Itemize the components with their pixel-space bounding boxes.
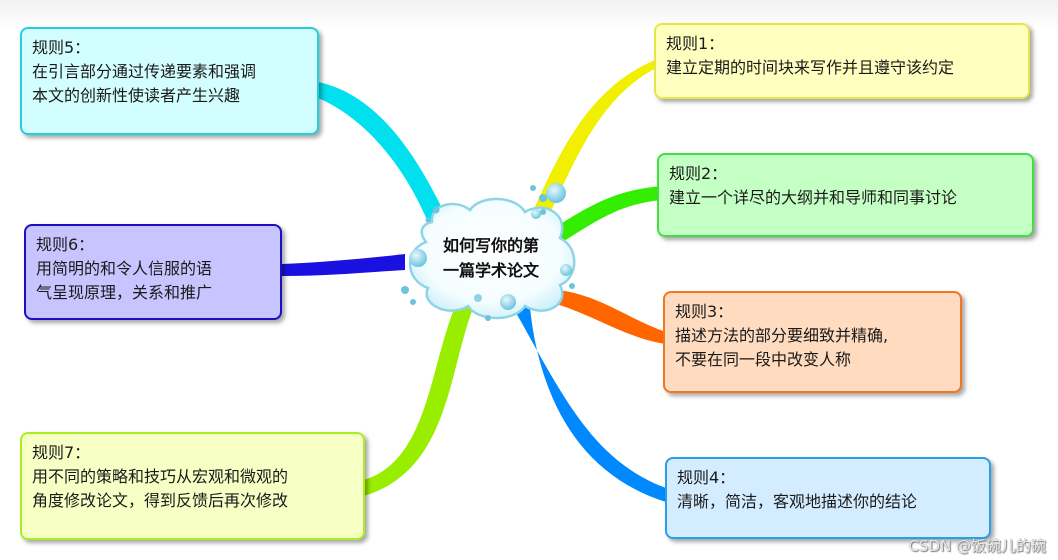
rule-5-node: 规则5： 在引言部分通过传递要素和强调 本文的创新性使读者产生兴趣 [20, 27, 319, 135]
rule-5-line-2: 本文的创新性使读者产生兴趣 [32, 86, 241, 105]
rule-2-node: 规则2： 建立一个详尽的大纲并和导师和同事讨论 [657, 153, 1034, 237]
rule-3-node: 规则3： 描述方法的部分要细致并精确, 不要在同一段中改变人称 [663, 291, 962, 393]
rule-3-line-1: 描述方法的部分要细致并精确, [675, 326, 889, 345]
branch-rule-1 [530, 58, 660, 222]
center-cloud [401, 183, 576, 321]
rule-6-line-1: 用简明的和令人信服的语 [36, 259, 213, 278]
rule-1-line-1: 建立定期的时间块来写作并且遵守该约定 [666, 58, 955, 77]
branch-rule-5 [318, 82, 450, 232]
central-topic-line-1: 如何写你的第 [442, 236, 539, 255]
branch-rule-2 [548, 186, 662, 246]
branch-rule-3 [550, 290, 666, 344]
central-topic-line-2: 一篇学术论文 [442, 261, 539, 280]
rule-4-title: 规则4： [677, 468, 736, 487]
rule-1-title: 规则1： [666, 34, 725, 53]
rule-2-title: 规则2： [669, 164, 728, 183]
central-topic: 如何写你的第 一篇学术论文 [420, 233, 562, 283]
rule-3-title: 规则3： [675, 302, 734, 321]
branch-rule-7 [364, 300, 474, 496]
rule-7-line-1: 用不同的策略和技巧从宏观和微观的 [32, 467, 289, 486]
rule-6-node: 规则6： 用简明的和令人信服的语 气呈现原理，关系和推广 [24, 224, 282, 320]
watermark: CSDN @饭碗儿的碗 [908, 537, 1046, 555]
branch-rule-6 [282, 254, 405, 276]
rule-5-title: 规则5： [32, 38, 91, 57]
rule-6-title: 规则6： [36, 235, 95, 254]
rule-4-line-1: 清晰，简洁，客观地描述你的结论 [677, 492, 918, 511]
rule-7-line-2: 角度修改论文，得到反馈后再次修改 [32, 491, 289, 510]
rule-6-line-2: 气呈现原理，关系和推广 [36, 283, 213, 302]
rule-7-title: 规则7： [32, 443, 91, 462]
rule-5-line-1: 在引言部分通过传递要素和强调 [32, 62, 257, 81]
rule-3-line-2: 不要在同一段中改变人称 [675, 350, 852, 369]
branch-rule-4 [510, 302, 666, 502]
rule-2-line-1: 建立一个详尽的大纲并和导师和同事讨论 [669, 188, 958, 207]
rule-7-node: 规则7： 用不同的策略和技巧从宏观和微观的 角度修改论文，得到反馈后再次修改 [20, 432, 365, 540]
rule-1-node: 规则1： 建立定期的时间块来写作并且遵守该约定 [654, 23, 1030, 99]
rule-4-node: 规则4： 清晰，简洁，客观地描述你的结论 [665, 457, 991, 539]
